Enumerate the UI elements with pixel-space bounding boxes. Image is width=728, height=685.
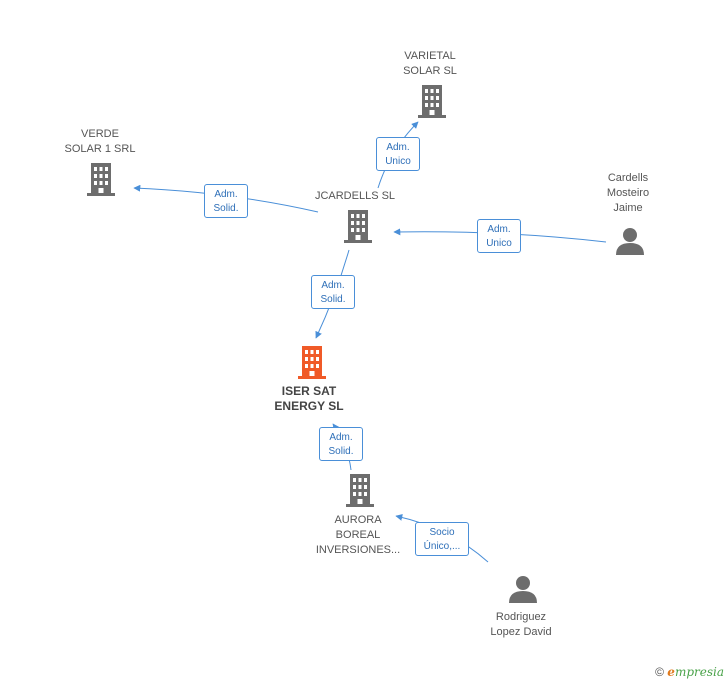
jcardells-line1: JCARDELLS SL — [314, 190, 396, 202]
aurora-line2: BOREAL — [335, 529, 381, 541]
brand-rest: mpresia — [674, 665, 724, 679]
node-label-cardells[interactable]: Cardells Mosteiro Jaime — [593, 171, 663, 216]
relation-jcardells-iser[interactable]: Adm. Solid. — [311, 275, 355, 309]
relation-type: Solid. — [328, 446, 354, 457]
verde-line2: SOLAR 1 SRL — [64, 143, 136, 155]
copyright-icon: © — [655, 665, 664, 679]
relation-type: Unico — [385, 156, 411, 167]
node-label-rodriguez[interactable]: Rodriguez Lopez David — [476, 610, 566, 640]
building-icon-iser-focus[interactable] — [298, 346, 326, 379]
relation-jcardells-varietal[interactable]: Adm. Unico — [376, 137, 420, 171]
varietal-line2: SOLAR SL — [403, 65, 457, 77]
copyright-notice[interactable]: © empresia — [655, 665, 724, 679]
relation-type: Unico — [486, 238, 512, 249]
building-icon-aurora[interactable] — [346, 474, 374, 507]
building-icon-verde[interactable] — [87, 163, 115, 196]
relation-rodriguez-aurora[interactable]: Socio Único,... — [415, 522, 469, 556]
relation-role: Socio — [429, 527, 455, 538]
aurora-line3: INVERSIONES... — [315, 544, 401, 556]
building-icon-jcardells[interactable] — [344, 210, 372, 243]
node-label-jcardells[interactable]: JCARDELLS SL — [305, 189, 405, 204]
relation-role: Adm. — [386, 142, 410, 153]
relation-role: Adm. — [487, 224, 511, 235]
relation-role: Adm. — [329, 432, 353, 443]
node-label-verde[interactable]: VERDE SOLAR 1 SRL — [55, 127, 145, 157]
node-label-varietal[interactable]: VARIETAL SOLAR SL — [390, 49, 470, 79]
cardells-line3: Jaime — [613, 202, 643, 214]
cardells-line2: Mosteiro — [606, 187, 650, 199]
node-label-aurora[interactable]: AURORA BOREAL INVERSIONES... — [308, 513, 408, 558]
brand-initial: e — [667, 665, 675, 679]
aurora-line1: AURORA — [334, 514, 382, 526]
building-icon-varietal[interactable] — [418, 85, 446, 118]
relation-role: Adm. — [214, 189, 238, 200]
relation-role: Adm. — [321, 280, 345, 291]
empresia-logo: empresia — [667, 665, 724, 679]
rodriguez-line2: Lopez David — [490, 626, 552, 638]
node-label-iser[interactable]: ISER SAT ENERGY SL — [264, 384, 354, 414]
verde-line1: VERDE — [81, 128, 119, 140]
relation-aurora-iser[interactable]: Adm. Solid. — [319, 427, 363, 461]
cardells-line1: Cardells — [607, 172, 649, 184]
relation-cardells-jcardells[interactable]: Adm. Unico — [477, 219, 521, 253]
relation-type: Solid. — [320, 294, 346, 305]
relation-jcardells-verde[interactable]: Adm. Solid. — [204, 184, 248, 218]
iser-line2: ENERGY SL — [274, 399, 344, 413]
person-icon-cardells[interactable] — [616, 228, 644, 255]
person-icon-rodriguez[interactable] — [509, 576, 537, 603]
relation-type: Único,... — [423, 541, 461, 552]
iser-line1: ISER SAT — [281, 384, 337, 398]
varietal-line1: VARIETAL — [404, 50, 456, 62]
relation-type: Solid. — [213, 203, 239, 214]
rodriguez-line1: Rodriguez — [495, 611, 547, 623]
